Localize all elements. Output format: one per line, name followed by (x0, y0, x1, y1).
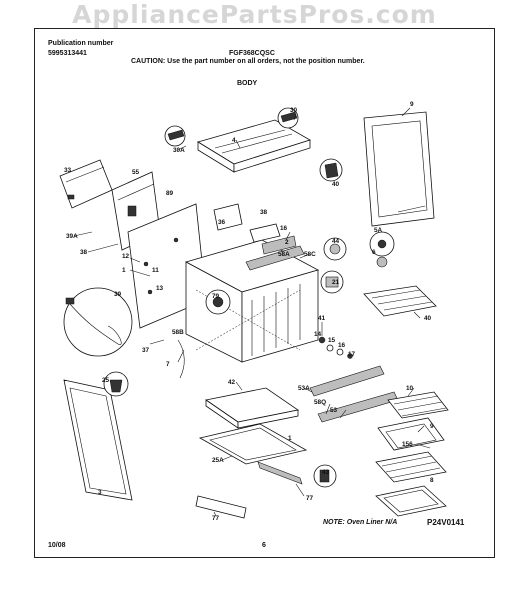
footer-date: 10/08 (48, 542, 66, 549)
watermark: AppliancePartsPros.com (72, 0, 437, 29)
diagram-frame (34, 28, 495, 558)
svg-text:37: 37 (142, 347, 150, 354)
footer-page: 6 (262, 542, 266, 549)
svg-text:15: 15 (328, 337, 336, 344)
svg-text:58Q: 58Q (314, 399, 326, 406)
svg-text:43: 43 (322, 469, 330, 476)
screw-37 (149, 339, 165, 345)
broiler-pan-9 (377, 417, 445, 451)
part-5a (369, 231, 395, 268)
svg-text:5A: 5A (374, 227, 383, 234)
element-58c (245, 245, 305, 271)
oven-rack-156 (375, 451, 447, 483)
svg-text:40: 40 (424, 315, 432, 322)
svg-text:53: 53 (330, 407, 338, 414)
cable-58b (177, 339, 185, 379)
bottom-drawer-tray (363, 285, 437, 317)
part-36 (213, 203, 243, 231)
svg-text:2: 2 (285, 239, 289, 246)
svg-text:40: 40 (332, 181, 340, 188)
svg-text:55: 55 (132, 169, 140, 176)
small-parts-group (249, 223, 297, 255)
svg-text:14: 14 (314, 331, 322, 338)
svg-text:13: 13 (156, 285, 164, 292)
svg-text:6: 6 (372, 249, 376, 256)
svg-text:16: 16 (338, 342, 346, 349)
svg-text:36: 36 (218, 219, 226, 226)
svg-text:17: 17 (348, 351, 356, 358)
svg-text:10: 10 (406, 385, 414, 392)
svg-text:41: 41 (318, 315, 326, 322)
svg-text:33: 33 (64, 167, 72, 174)
svg-text:89: 89 (166, 190, 174, 197)
svg-text:12: 12 (122, 253, 130, 260)
svg-text:58A: 58A (278, 251, 290, 258)
svg-text:25: 25 (102, 377, 110, 384)
section-title: BODY (237, 80, 258, 87)
diagram-id: P24V0141 (427, 518, 465, 527)
svg-text:58B: 58B (172, 329, 184, 336)
model-number: FGF368CQSC (229, 50, 275, 57)
svg-text:8: 8 (430, 477, 434, 484)
callout-labels: 30 30A 4 40 9 33 55 89 36 38 5A 6 39A 38… (64, 101, 434, 522)
svg-text:9: 9 (410, 101, 414, 108)
hardware-series (318, 322, 353, 359)
part-79 (205, 289, 231, 315)
svg-text:25A: 25A (212, 457, 224, 464)
leader-lines (73, 107, 431, 517)
drawer-frame-25a (198, 423, 308, 465)
drawer-rail-77 (257, 461, 303, 485)
svg-text:4: 4 (232, 137, 236, 144)
svg-text:44: 44 (332, 238, 340, 245)
svg-text:30: 30 (290, 107, 298, 114)
svg-text:38: 38 (80, 249, 88, 256)
part-40 (319, 158, 343, 182)
broiler-pan-42 (204, 387, 300, 429)
svg-text:30A: 30A (173, 147, 185, 154)
top-panel (197, 119, 311, 173)
publication-label: Publication number (48, 40, 114, 47)
caution-text: CAUTION: Use the part number on all orde… (131, 58, 365, 65)
kick-plate-77 (195, 495, 247, 519)
power-cord-39 (63, 287, 133, 357)
svg-text:156: 156 (402, 441, 413, 448)
side-panel-3 (63, 379, 133, 501)
svg-text:39A: 39A (66, 233, 78, 240)
oven-body (184, 239, 320, 363)
svg-text:77: 77 (306, 495, 314, 502)
svg-text:1: 1 (288, 435, 292, 442)
part-25 (103, 371, 129, 397)
svg-text:39: 39 (114, 291, 122, 298)
svg-text:16: 16 (280, 225, 288, 232)
svg-text:21: 21 (332, 279, 340, 286)
svg-text:9: 9 (430, 423, 434, 430)
bottom-pan-8 (375, 485, 447, 517)
svg-text:38: 38 (260, 209, 268, 216)
svg-text:79: 79 (212, 293, 220, 300)
svg-text:7: 7 (166, 361, 170, 368)
svg-text:58C: 58C (304, 251, 316, 258)
part-21 (320, 270, 344, 294)
bracket-30a (164, 125, 186, 147)
svg-text:53A: 53A (298, 385, 310, 392)
part-44 (323, 237, 347, 261)
svg-text:77: 77 (212, 515, 220, 522)
grill-rack-10 (387, 391, 449, 419)
svg-text:42: 42 (228, 379, 236, 386)
publication-number: 5995313441 (48, 50, 87, 57)
footer-note: NOTE: Oven Liner N/A (323, 519, 398, 526)
svg-text:1: 1 (122, 267, 126, 274)
svg-text:11: 11 (152, 267, 159, 274)
bracket-30 (277, 107, 299, 129)
rail-53a (309, 365, 385, 397)
svg-text:3: 3 (98, 489, 102, 496)
part-43 (313, 464, 337, 488)
outer-door-panel (363, 111, 435, 227)
